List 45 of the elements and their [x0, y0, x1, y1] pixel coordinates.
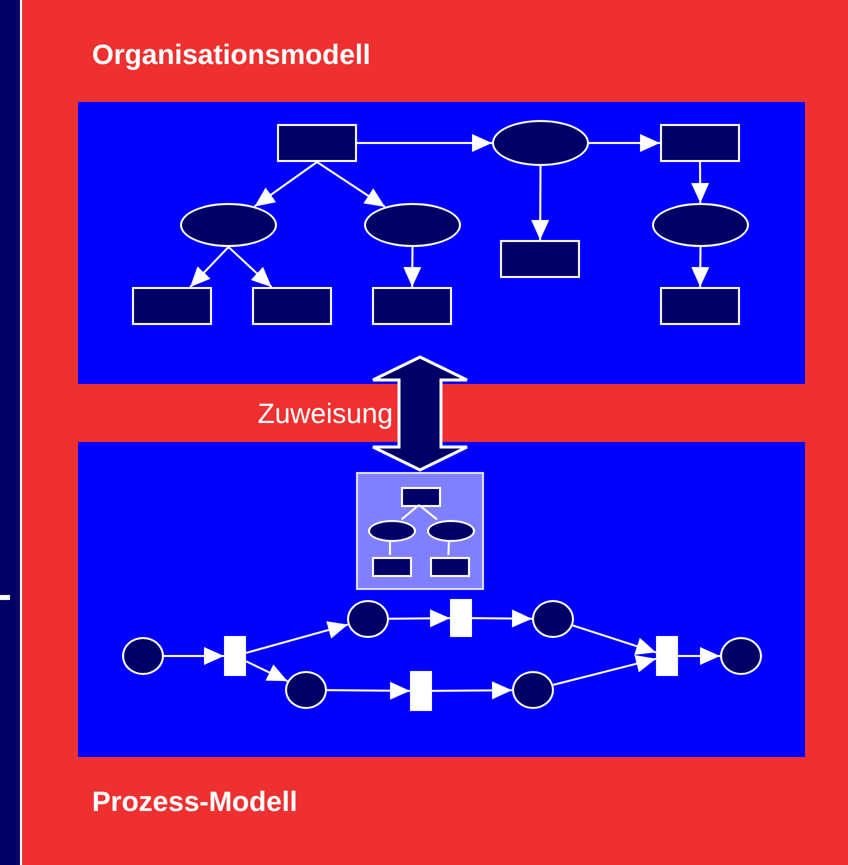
double-arrow: [372, 355, 468, 472]
inset-panel: [356, 472, 484, 590]
arrow: [189, 246, 230, 288]
role-ellipse: [427, 520, 475, 542]
arrow: [254, 161, 318, 208]
arrow: [246, 621, 348, 654]
connector-line: [447, 540, 450, 556]
arrow: [589, 134, 660, 152]
arrow: [388, 609, 450, 628]
role-ellipse: [368, 520, 416, 542]
connector-line: [389, 540, 391, 555]
entity-box: [132, 287, 212, 325]
arrow: [164, 647, 224, 665]
transition-bar: [450, 599, 472, 637]
section-title: Organisationsmodell: [92, 38, 370, 72]
arrow: [246, 660, 288, 682]
entity-box: [430, 557, 470, 577]
entity-box: [660, 124, 740, 162]
connector-line: [401, 504, 420, 520]
arrow: [531, 166, 550, 240]
arrow: [228, 246, 272, 288]
arrow: [327, 682, 410, 700]
section-title: Prozess-Modell: [92, 785, 298, 819]
arrow: [357, 134, 492, 152]
arrow: [572, 624, 656, 655]
entity-box: [372, 557, 412, 577]
entity-box: [277, 124, 357, 162]
transition-bar: [224, 636, 246, 676]
arrow: [472, 610, 532, 628]
entity-box: [372, 287, 452, 325]
arrow: [678, 647, 720, 665]
entity-box: [660, 287, 740, 325]
entity-box: [500, 240, 580, 278]
transition-bar: [656, 636, 678, 676]
entity-box: [252, 287, 332, 325]
edge-label: Zuweisung: [258, 396, 393, 430]
arrow: [432, 681, 512, 700]
arrow: [691, 162, 710, 203]
arrow: [552, 654, 656, 686]
arrow: [403, 246, 422, 288]
connector-line: [418, 504, 438, 520]
entity-box: [401, 487, 441, 507]
transition-bar: [410, 671, 432, 711]
arrow: [691, 246, 710, 288]
arrow: [316, 161, 386, 208]
